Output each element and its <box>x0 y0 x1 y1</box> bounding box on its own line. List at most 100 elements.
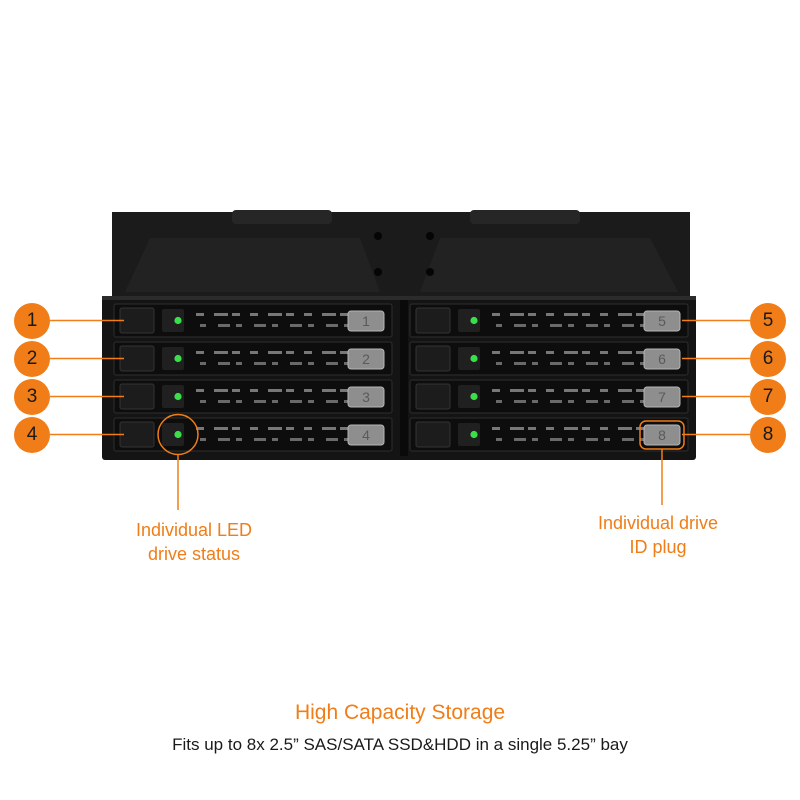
vent-slot <box>218 400 230 403</box>
led-callout-line-1: Individual LED <box>135 520 253 540</box>
vent-slot <box>196 427 204 430</box>
led-window <box>458 347 480 370</box>
vent-slot <box>546 389 554 392</box>
vent-slot <box>514 324 526 327</box>
top-cover-recess-left <box>125 238 380 292</box>
led-indicator-icon <box>470 392 478 401</box>
drive-id-plug-icon <box>347 424 385 446</box>
drive-bay-4: 4 <box>113 417 393 452</box>
vent-slot <box>636 313 644 316</box>
vent-slot <box>344 362 350 365</box>
vent-slot <box>236 362 242 365</box>
led-window <box>162 309 184 332</box>
vent-slot <box>582 313 590 316</box>
vent-slot <box>254 438 266 441</box>
vent-slot <box>532 438 538 441</box>
drive-bay-8: 8 <box>409 417 689 452</box>
vent-slot <box>250 313 258 316</box>
vent-slot <box>640 400 646 403</box>
vent-slot <box>600 389 608 392</box>
vent-slot <box>218 324 230 327</box>
vent-slot <box>496 362 502 365</box>
drive-id-plug-icon <box>643 310 681 332</box>
drive-id-plug-label: 3 <box>362 389 370 405</box>
tray-latch <box>119 383 155 410</box>
vent-slot <box>232 427 240 430</box>
vent-slot <box>600 313 608 316</box>
vent-slot <box>510 389 524 392</box>
vent-slot <box>600 351 608 354</box>
drive-bay-2: 2 <box>113 341 393 376</box>
vent-slot <box>492 351 500 354</box>
drive-bay-6: 6 <box>409 341 689 376</box>
vent-slot <box>586 362 598 365</box>
tray-latch <box>119 345 155 372</box>
led-indicator-icon <box>470 354 478 363</box>
vent-slot <box>568 438 574 441</box>
vent-slot <box>268 389 282 392</box>
vent-slot <box>254 400 266 403</box>
vent-slot <box>340 389 348 392</box>
vent-slot <box>568 324 574 327</box>
led-callout-line-2: drive status <box>147 544 241 564</box>
vent-slot <box>268 351 282 354</box>
drive-id-plug-label: 4 <box>362 427 370 443</box>
drive-id-plug-icon <box>643 386 681 408</box>
plug-callout-line-2: ID plug <box>629 537 687 557</box>
vent-slot <box>200 438 206 441</box>
drive-id-plug-label: 8 <box>658 427 666 443</box>
vent-slot <box>586 438 598 441</box>
vent-slot <box>344 438 350 441</box>
tray-latch <box>119 421 155 448</box>
tray-latch <box>415 421 451 448</box>
vent-slot <box>532 324 538 327</box>
drive-id-plug-label: 7 <box>658 389 666 405</box>
bay-number-badge-6: 6 <box>750 340 786 377</box>
vent-slot <box>618 351 632 354</box>
vent-slot <box>304 389 312 392</box>
bay-number-badge-8: 8 <box>750 416 786 453</box>
vent-slot <box>532 362 538 365</box>
vent-slot <box>640 324 646 327</box>
vent-slot <box>344 324 350 327</box>
vent-slot <box>622 400 634 403</box>
vent-slot <box>550 400 562 403</box>
vent-slot <box>250 389 258 392</box>
vent-slot <box>550 438 562 441</box>
vent-slot <box>250 351 258 354</box>
bay-number-badge-5: 5 <box>750 302 786 339</box>
bay-number-badge-2: 2 <box>14 340 50 377</box>
led-window <box>458 423 480 446</box>
vent-slot <box>196 389 204 392</box>
vent-slot <box>492 389 500 392</box>
screw-hole <box>426 232 434 240</box>
vent-slot <box>546 351 554 354</box>
tray-latch <box>415 345 451 372</box>
drive-bay-7: 7 <box>409 379 689 414</box>
vent-slot <box>272 400 278 403</box>
top-cover-recess-right <box>420 238 678 292</box>
vent-slot <box>618 427 632 430</box>
bay-number-badge-4: 4 <box>14 416 50 453</box>
vent-slot <box>568 400 574 403</box>
vent-slot <box>618 389 632 392</box>
plug-callout-line-1: Individual drive <box>597 513 719 533</box>
led-callout-label: Individual LED drive status <box>84 518 304 566</box>
vent-slot <box>550 324 562 327</box>
caption-title: High Capacity Storage <box>294 701 506 724</box>
led-indicator-icon <box>470 430 478 439</box>
led-indicator-icon <box>174 316 182 325</box>
vent-slot <box>532 400 538 403</box>
tray-latch <box>415 307 451 334</box>
vent-slot <box>528 389 536 392</box>
vent-slot <box>564 313 578 316</box>
vent-slot <box>214 351 228 354</box>
vent-slot <box>232 313 240 316</box>
vent-slot <box>214 427 228 430</box>
vent-slot <box>528 427 536 430</box>
center-divider <box>400 300 408 456</box>
front-face-edge <box>102 296 696 300</box>
vent-slot <box>200 400 206 403</box>
